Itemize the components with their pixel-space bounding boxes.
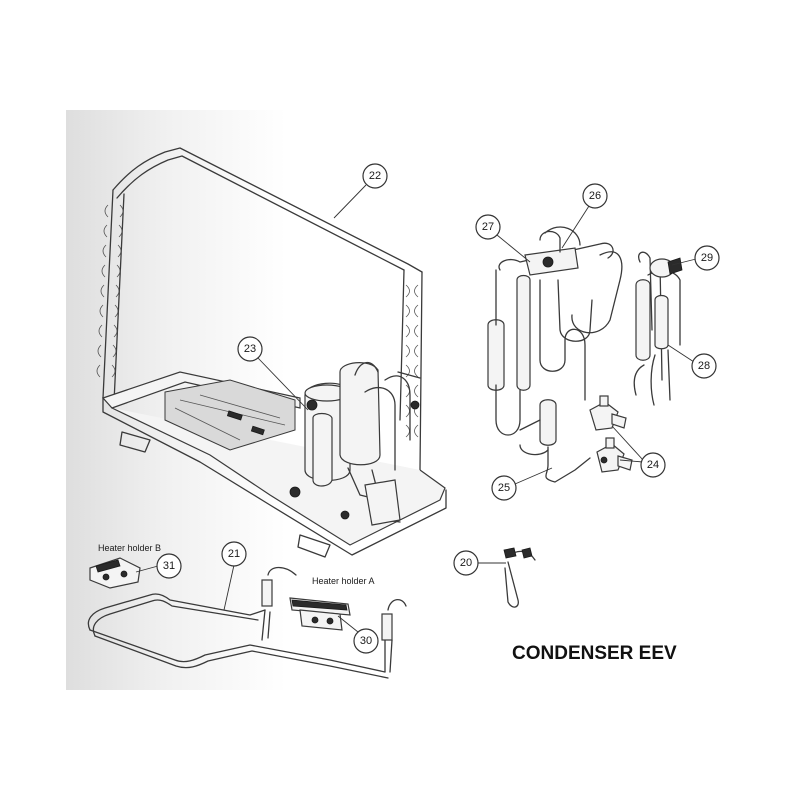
callout-31: 31 bbox=[135, 553, 182, 579]
callout-label: 29 bbox=[701, 252, 713, 264]
callout-27: 27 bbox=[475, 214, 531, 263]
callout-label: 26 bbox=[589, 190, 601, 202]
callout-label: 27 bbox=[482, 221, 494, 233]
base-pan bbox=[101, 371, 447, 558]
callout-label: 28 bbox=[698, 360, 710, 372]
callout-21: 21 bbox=[221, 541, 247, 611]
callout-label: 30 bbox=[360, 635, 372, 647]
callout-20: 20 bbox=[453, 550, 506, 576]
callout-label: 31 bbox=[163, 560, 175, 572]
eev-coil-assembly bbox=[633, 251, 683, 406]
sensor-wire bbox=[503, 547, 536, 608]
callout-label: 21 bbox=[228, 548, 240, 560]
callout-23: 23 bbox=[237, 336, 309, 411]
callout-22: 22 bbox=[333, 163, 388, 219]
callout-label: 23 bbox=[244, 343, 256, 355]
callout-label: 24 bbox=[647, 459, 659, 471]
callout-label: 25 bbox=[498, 482, 510, 494]
service-valves bbox=[589, 395, 633, 473]
callout-29: 29 bbox=[671, 245, 720, 271]
heater-holder-a bbox=[289, 597, 351, 631]
compressor-assembly bbox=[304, 361, 421, 526]
callout-26: 26 bbox=[561, 183, 608, 249]
callout-24: 24 bbox=[611, 425, 666, 478]
eev-pipe-assembly bbox=[487, 226, 623, 483]
heater-holder-a-label: Heater holder A bbox=[312, 576, 375, 586]
callout-28: 28 bbox=[667, 344, 717, 379]
right-coil-bends bbox=[405, 284, 419, 438]
condenser-coil bbox=[96, 147, 423, 471]
heater-holder-b bbox=[89, 557, 141, 589]
callout-label: 20 bbox=[460, 557, 472, 569]
callout-25: 25 bbox=[491, 467, 553, 501]
defrost-heater bbox=[87, 566, 407, 679]
left-coil-bends bbox=[96, 204, 124, 378]
callout-label: 22 bbox=[369, 170, 381, 182]
diagram-title: CONDENSER EEV bbox=[512, 643, 677, 664]
callout-30: 30 bbox=[337, 615, 379, 654]
heater-holder-b-label: Heater holder B bbox=[98, 543, 161, 553]
